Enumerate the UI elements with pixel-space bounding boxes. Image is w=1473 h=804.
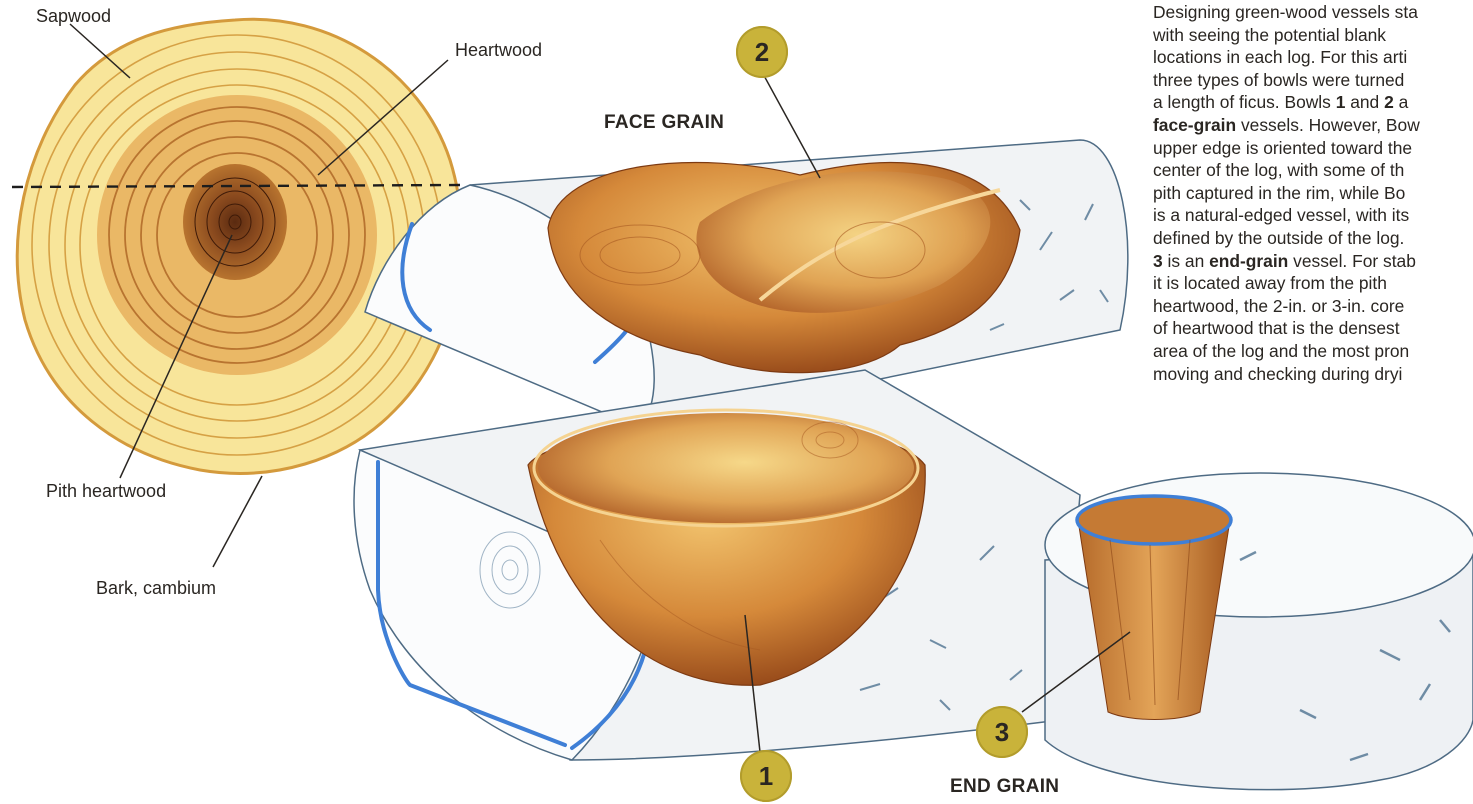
caption-line: area of the log and the most pron — [1153, 340, 1473, 363]
bowl-1-interior — [538, 413, 914, 523]
caption-bold: face-grain — [1153, 115, 1236, 135]
caption-line: center of the log, with some of th — [1153, 159, 1473, 182]
pith-heartwood-zone — [183, 164, 287, 280]
caption-line: face-grain vessels. However, Bow — [1153, 114, 1473, 137]
caption-bold: end-grain — [1209, 251, 1288, 271]
face-grain-log-lower — [354, 370, 1080, 760]
caption-line: defined by the outside of the log. — [1153, 227, 1473, 250]
heading-end-grain: END GRAIN — [950, 776, 1059, 798]
caption-line: moving and checking during dryi — [1153, 363, 1473, 386]
caption-fragment: a length of ficus. Bowls — [1153, 92, 1336, 112]
caption-line: locations in each log. For this arti — [1153, 46, 1473, 69]
caption-line: heartwood, the 2-in. or 3-in. core — [1153, 295, 1473, 318]
label-heartwood: Heartwood — [455, 40, 542, 61]
badge-bowl-2: 2 — [736, 26, 788, 78]
caption-fragment: and — [1345, 92, 1384, 112]
caption-line: with seeing the potential blank — [1153, 24, 1473, 47]
caption-bold: 2 — [1384, 92, 1394, 112]
badge-vessel-3: 3 — [976, 706, 1028, 758]
caption-line: three types of bowls were turned — [1153, 69, 1473, 92]
end-grain-log — [1022, 473, 1473, 790]
caption-bold: 3 — [1153, 251, 1163, 271]
caption-fragment: a — [1394, 92, 1409, 112]
caption-fragment: is an — [1163, 251, 1209, 271]
caption-line: it is located away from the pith — [1153, 272, 1473, 295]
caption-line: 3 is an end-grain vessel. For stab — [1153, 250, 1473, 273]
label-sapwood: Sapwood — [36, 6, 111, 27]
caption-line: is a natural-edged vessel, with its — [1153, 204, 1473, 227]
heading-face-grain: FACE GRAIN — [604, 112, 724, 134]
caption-fragment: vessels. However, Bow — [1236, 115, 1420, 135]
caption-line: of heartwood that is the densest — [1153, 317, 1473, 340]
vessel-3-rim — [1077, 496, 1231, 544]
caption-line: upper edge is oriented toward the — [1153, 137, 1473, 160]
caption-bold: 1 — [1336, 92, 1346, 112]
label-pith-heartwood: Pith heartwood — [46, 481, 166, 502]
caption-text: Designing green-wood vessels sta with se… — [1153, 1, 1473, 389]
caption-line: Designing green-wood vessels sta — [1153, 1, 1473, 24]
face-grain-log-upper — [365, 72, 1128, 428]
badge-bowl-1: 1 — [740, 750, 792, 802]
caption-line: pith captured in the rim, while Bo — [1153, 182, 1473, 205]
caption-line: a length of ficus. Bowls 1 and 2 a — [1153, 91, 1473, 114]
label-bark-cambium: Bark, cambium — [96, 578, 216, 599]
caption-fragment: vessel. For stab — [1288, 251, 1416, 271]
